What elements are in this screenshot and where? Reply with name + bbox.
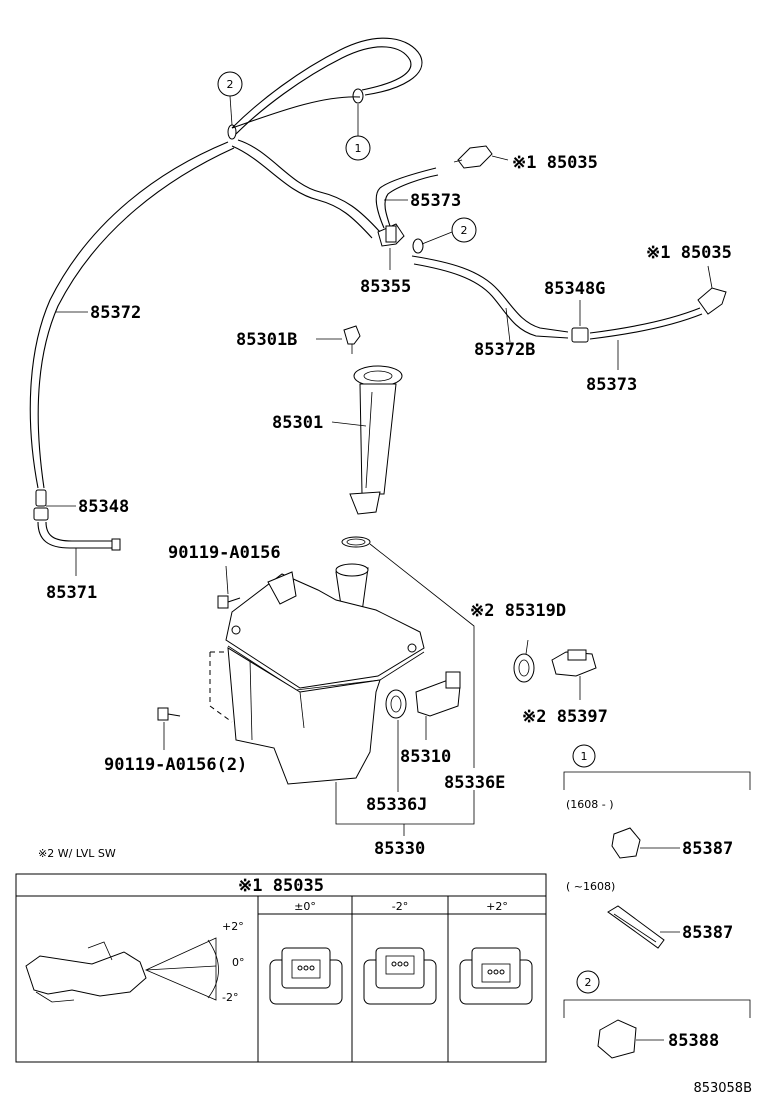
label-85035-right: ※1 85035: [646, 243, 732, 263]
label-85373-top: 85373: [410, 191, 461, 211]
label-85372B: 85372B: [474, 340, 535, 360]
detail-panel-1: 1 (1608 - ) 85387 ( ~1608) 85387: [563, 744, 751, 949]
table-col-0: ±0°: [294, 900, 316, 913]
nozzle-face-2: [459, 947, 533, 1005]
label-85310: 85310: [400, 747, 451, 767]
angle-plus2: +2°: [222, 920, 244, 933]
pump-85310: 85310: [385, 671, 461, 767]
label-85035-top: ※1 85035: [512, 153, 598, 173]
angle-minus2: -2°: [222, 991, 238, 1004]
label-85336J: 85336J: [366, 795, 427, 815]
callout-circle-2-b: 2: [421, 217, 477, 245]
level-switch-parts: ※2 85319D ※2 85397: [470, 601, 608, 727]
angle-0: 0°: [232, 956, 245, 969]
svg-text:2: 2: [585, 976, 592, 989]
detail1-range-a: (1608 - ): [566, 798, 614, 811]
label-85355: 85355: [360, 277, 411, 297]
callout-circle-1: 1: [345, 104, 371, 161]
label-85373-bottom: 85373: [586, 375, 637, 395]
label-85372: 85372: [90, 303, 141, 323]
label-85301B: 85301B: [236, 330, 297, 350]
label-90119-lower: 90119-A0156(2): [104, 755, 247, 775]
svg-text:1: 1: [581, 750, 588, 763]
nozzle-aim-table: ※1 85035 ±0° -2° +2° +2° 0° -2°: [15, 873, 547, 1063]
note-lvl-sw: ※2 W/ LVL SW: [38, 847, 116, 860]
detail1-range-b: ( ~1608): [566, 880, 615, 893]
nozzle-85035-right: ※1 85035: [646, 243, 732, 315]
svg-text:1: 1: [355, 142, 362, 155]
detail1-part-a: 85387: [682, 839, 733, 859]
table-col-1: -2°: [392, 900, 408, 913]
detail2-part: 85388: [668, 1031, 719, 1051]
callout-circle-2-a: 2: [217, 71, 243, 126]
nozzle-85035-top: ※1 85035: [453, 145, 598, 173]
label-85348: 85348: [78, 497, 129, 517]
label-85301: 85301: [272, 413, 323, 433]
table-title: ※1 85035: [238, 876, 324, 896]
detail1-part-b: 85387: [682, 923, 733, 943]
table-col-2: +2°: [486, 900, 508, 913]
label-90119-upper: 90119-A0156: [168, 543, 281, 563]
washer-tank: [225, 536, 425, 785]
nozzle-face-0: [269, 947, 343, 1005]
check-valve-85355: 85355: [360, 223, 411, 297]
label-85330: 85330: [374, 839, 425, 859]
svg-text:2: 2: [461, 224, 468, 237]
label-85319D: ※2 85319D: [470, 601, 566, 621]
label-85371: 85371: [46, 583, 97, 603]
detail-panel-2: 2 85388: [563, 970, 751, 1059]
svg-text:2: 2: [227, 78, 234, 91]
bolt-90119-upper: 90119-A0156: [168, 543, 281, 609]
label-85348G: 85348G: [544, 279, 605, 299]
figure-code: 853058B: [693, 1081, 752, 1096]
nozzle-face-1: [363, 947, 437, 1005]
hose-lines: [29, 37, 703, 551]
label-85336E: 85336E: [444, 773, 505, 793]
filler-neck-85301: 85301: [272, 365, 403, 515]
bolt-90119-lower: 90119-A0156(2): [104, 707, 247, 775]
label-85397: ※2 85397: [522, 707, 608, 727]
clip-85301B: 85301B: [236, 325, 361, 354]
